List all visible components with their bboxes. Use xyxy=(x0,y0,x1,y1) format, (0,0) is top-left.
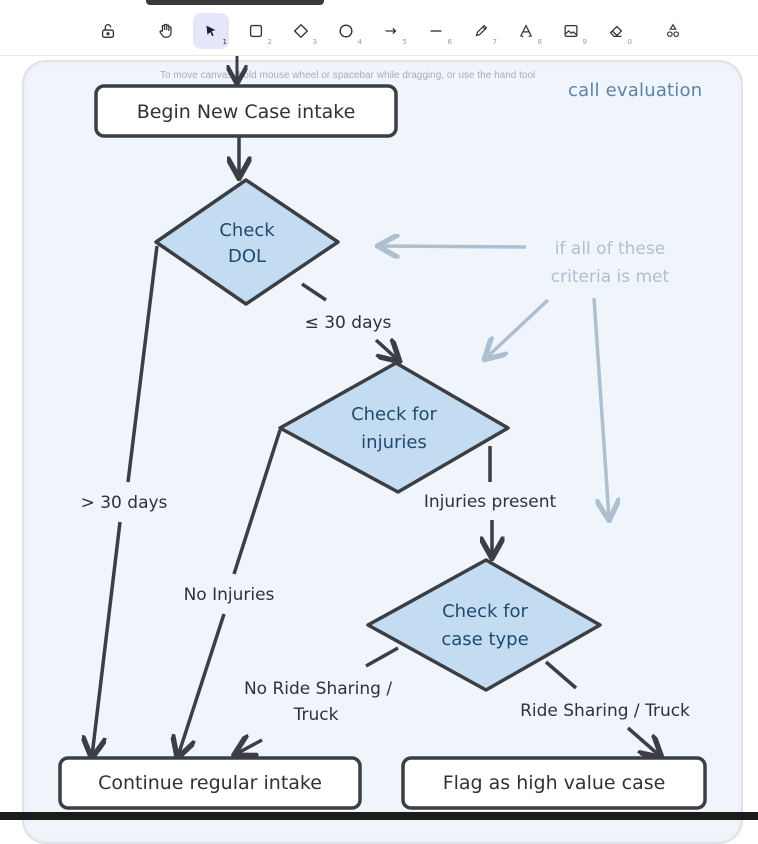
pointer-icon xyxy=(206,25,216,37)
edge-label-gt-30: > 30 days xyxy=(81,493,168,513)
edge-label-no-ride-2: Truck xyxy=(293,705,339,725)
tool-image[interactable]: 9 xyxy=(553,13,589,49)
tool-line[interactable]: 6 xyxy=(418,13,454,49)
node-check-case-type[interactable]: Check for case type xyxy=(366,558,602,692)
canvas-hint: To move canvas, hold mouse wheel or spac… xyxy=(160,70,536,81)
edge-casetype-continue-1 xyxy=(365,646,399,668)
hand-icon xyxy=(159,23,172,38)
shortcut-key: 8 xyxy=(537,38,542,46)
pencil-icon xyxy=(475,24,488,37)
edge-casetype-flag-2 xyxy=(626,726,660,756)
note-arrow-diag xyxy=(486,298,550,358)
edge-casetype-flag-1 xyxy=(544,660,578,690)
note-line1: if all of these xyxy=(555,239,665,259)
tool-draw[interactable]: 7 xyxy=(463,13,499,49)
node-flag-label: Flag as high value case xyxy=(443,772,666,794)
node-check-dol[interactable]: Check DOL xyxy=(154,178,340,306)
node-continue[interactable]: Continue regular intake xyxy=(58,756,362,810)
node-start-label: Begin New Case intake xyxy=(137,101,356,123)
shortcut-key: 3 xyxy=(312,38,317,46)
shortcut-key: 0 xyxy=(627,38,632,46)
shortcut-key: 4 xyxy=(357,38,362,46)
tool-text[interactable]: 8 xyxy=(508,13,544,49)
diamond-icon xyxy=(294,24,308,38)
note-line2: criteria is met xyxy=(551,267,670,287)
shortcut-key: 9 xyxy=(582,38,587,46)
tool-arrow[interactable]: 5 xyxy=(373,13,409,49)
edge-dol-injuries-1 xyxy=(301,282,327,302)
edge-label-le-30: ≤ 30 days xyxy=(305,313,392,333)
rectangle-icon xyxy=(249,24,263,38)
node-start[interactable]: Begin New Case intake xyxy=(94,84,398,138)
node-check-injuries-line2: injuries xyxy=(361,432,427,453)
toolbar-divider xyxy=(0,55,758,56)
tool-more-shapes[interactable] xyxy=(655,13,691,49)
edge-casetype-continue-2 xyxy=(236,740,263,754)
shortcut-key: 1 xyxy=(222,38,227,46)
tool-lock[interactable] xyxy=(90,13,126,49)
note-arrow-down xyxy=(592,297,609,518)
tool-diamond[interactable]: 3 xyxy=(283,13,319,49)
node-check-case-type-line1: Check for xyxy=(442,601,528,622)
node-check-injuries[interactable]: Check for injuries xyxy=(278,361,510,494)
node-check-dol-line1: Check xyxy=(219,220,275,241)
node-check-dol-line2: DOL xyxy=(228,246,266,267)
frame-title[interactable]: call evaluation xyxy=(568,80,703,101)
tool-rectangle[interactable]: 2 xyxy=(238,13,274,49)
node-check-injuries-line1: Check for xyxy=(351,404,437,425)
edge-dol-injuries-2 xyxy=(374,340,398,360)
shortcut-key: 5 xyxy=(402,38,407,46)
note-criteria[interactable]: if all of these criteria is met xyxy=(380,239,670,518)
shortcut-key: 6 xyxy=(447,38,452,46)
edge-label-ride: Ride Sharing / Truck xyxy=(520,701,690,721)
edge-label-injuries-present: Injuries present xyxy=(424,492,557,512)
edge-dol-continue-1 xyxy=(126,245,159,483)
edge-label-no-ride-1: No Ride Sharing / xyxy=(244,679,392,699)
shortcut-key: 7 xyxy=(492,38,497,46)
arrow-right-icon xyxy=(385,27,397,35)
node-check-case-type-line2: case type xyxy=(441,629,528,650)
bottom-bar xyxy=(0,812,758,820)
ellipse-icon xyxy=(339,24,353,38)
image-icon xyxy=(564,24,578,38)
shortcut-key: 2 xyxy=(267,38,272,46)
tool-ellipse[interactable]: 4 xyxy=(328,13,364,49)
edge-injuries-continue-1 xyxy=(232,429,282,575)
tool-eraser[interactable]: 0 xyxy=(598,13,634,49)
tool-hand[interactable] xyxy=(148,13,184,49)
line-icon xyxy=(430,30,442,32)
top-handle xyxy=(146,0,324,5)
tool-selection[interactable]: 1 xyxy=(193,13,229,49)
edge-injuries-continue-2 xyxy=(178,613,226,756)
unlock-icon xyxy=(101,24,115,38)
toolbar: 1 2 3 4 5 6 7 8 9 0 xyxy=(82,12,712,50)
edge-dol-continue-2 xyxy=(92,521,122,756)
flowchart: Begin New Case intake Check DOL ≤ 30 day… xyxy=(58,56,707,810)
node-flag[interactable]: Flag as high value case xyxy=(401,756,707,810)
node-continue-label: Continue regular intake xyxy=(98,772,322,794)
note-arrow-left xyxy=(380,246,527,247)
edge-label-no-injuries: No Injuries xyxy=(184,585,275,605)
shapes-icon xyxy=(667,23,679,37)
text-icon xyxy=(520,24,532,38)
eraser-icon xyxy=(609,25,623,38)
